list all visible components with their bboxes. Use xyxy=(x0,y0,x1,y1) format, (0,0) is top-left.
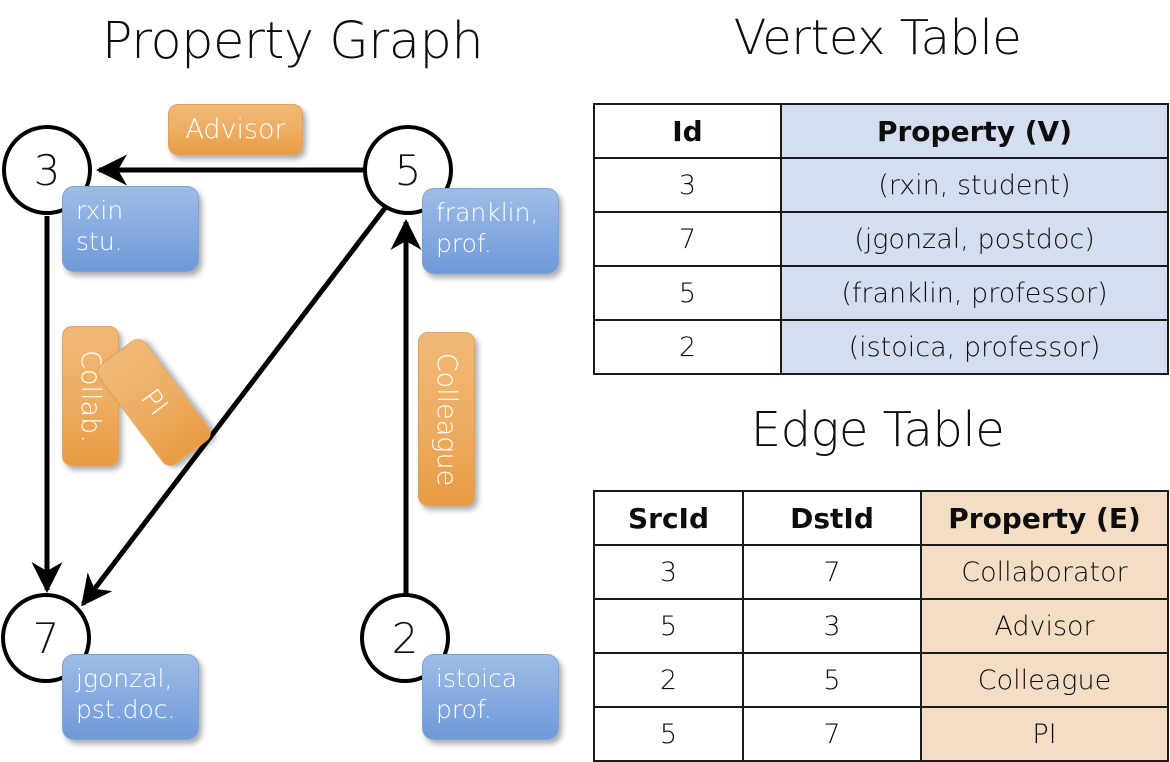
vertex-table: Id Property (V) 3 (rxin, student) 7 (jgo… xyxy=(593,103,1169,375)
edge-label-collaborator[interactable]: Collab. xyxy=(62,326,119,466)
edge-table-cell-srcid: 5 xyxy=(593,598,744,654)
vertex-table-header-row: Id Property (V) xyxy=(593,103,1169,159)
vertex-table-cell-property: (franklin, professor) xyxy=(780,265,1169,321)
vertex-property-box-3[interactable]: rxin stu. xyxy=(62,186,199,272)
vertex-property-box-3-line1: rxin xyxy=(76,196,124,225)
edge-table: SrcId DstId Property (E) 3 7 Collaborato… xyxy=(593,490,1169,762)
vertex-property-box-2-line1: istoica xyxy=(436,664,518,693)
graph-node-2-id: 2 xyxy=(391,613,419,663)
vertex-property-box-3-line2: stu. xyxy=(76,226,123,256)
page-title-edge-table: Edge Table xyxy=(750,402,1005,458)
graph-node-7-id: 7 xyxy=(32,613,60,663)
table-row[interactable]: 2 (istoica, professor) xyxy=(593,319,1169,375)
edge-table-cell-srcid: 5 xyxy=(593,706,744,762)
table-row[interactable]: 7 (jgonzal, postdoc) xyxy=(593,211,1169,267)
edge-label-colleague-text: Colleague xyxy=(431,352,462,486)
vertex-table-header-id: Id xyxy=(593,103,782,159)
edge-label-advisor-text: Advisor xyxy=(185,114,286,145)
vertex-table-cell-id: 3 xyxy=(593,157,782,213)
edge-label-advisor[interactable]: Advisor xyxy=(168,104,303,155)
table-row[interactable]: 3 (rxin, student) xyxy=(593,157,1169,213)
vertex-property-box-2-line2: prof. xyxy=(436,694,492,724)
edge-table-cell-property: Advisor xyxy=(920,598,1169,654)
vertex-property-box-7[interactable]: jgonzal, pst.doc. xyxy=(62,654,199,740)
table-row[interactable]: 5 3 Advisor xyxy=(593,598,1169,654)
vertex-table-cell-id: 2 xyxy=(593,319,782,375)
graph-node-3-id: 3 xyxy=(33,145,61,195)
table-row[interactable]: 2 5 Colleague xyxy=(593,652,1169,708)
graph-node-2[interactable]: 2 xyxy=(360,593,450,683)
edge-table-cell-srcid: 3 xyxy=(593,544,744,600)
edge-table-cell-property: PI xyxy=(920,706,1169,762)
edge-table-cell-srcid: 2 xyxy=(593,652,744,708)
edge-table-cell-dstid: 7 xyxy=(742,706,922,762)
table-row[interactable]: 5 7 PI xyxy=(593,706,1169,762)
edge-table-cell-property: Collaborator xyxy=(920,544,1169,600)
table-row[interactable]: 3 7 Collaborator xyxy=(593,544,1169,600)
vertex-property-box-5-line2: prof. xyxy=(436,228,492,258)
graph-node-5[interactable]: 5 xyxy=(363,125,453,215)
vertex-table-cell-property: (jgonzal, postdoc) xyxy=(780,211,1169,267)
vertex-property-box-7-line1: jgonzal, xyxy=(76,664,173,693)
vertex-property-box-5-line1: franklin, xyxy=(436,198,539,227)
edge-table-cell-dstid: 3 xyxy=(742,598,922,654)
page-title-property-graph: Property Graph xyxy=(101,12,484,71)
vertex-table-header-property: Property (V) xyxy=(780,103,1169,159)
edge-table-cell-property: Colleague xyxy=(920,652,1169,708)
graph-node-5-id: 5 xyxy=(394,145,422,195)
edge-table-header-row: SrcId DstId Property (E) xyxy=(593,490,1169,546)
table-row[interactable]: 5 (franklin, professor) xyxy=(593,265,1169,321)
vertex-property-box-2[interactable]: istoica prof. xyxy=(422,654,559,740)
edge-table-cell-dstid: 5 xyxy=(742,652,922,708)
vertex-table-cell-id: 7 xyxy=(593,211,782,267)
vertex-table-cell-id: 5 xyxy=(593,265,782,321)
page-title-vertex-table: Vertex Table xyxy=(733,10,1022,66)
edge-label-colleague[interactable]: Colleague xyxy=(418,332,475,506)
vertex-table-cell-property: (istoica, professor) xyxy=(780,319,1169,375)
edge-table-header-srcid: SrcId xyxy=(593,490,744,546)
edge-table-header-dstid: DstId xyxy=(742,490,922,546)
graph-edges-layer xyxy=(31,154,422,607)
edge-table-cell-dstid: 7 xyxy=(742,544,922,600)
edge-table-header-property: Property (E) xyxy=(920,490,1169,546)
vertex-property-box-5[interactable]: franklin, prof. xyxy=(422,188,559,274)
edge-label-pi-text: PI xyxy=(134,383,174,422)
vertex-property-box-7-line2: pst.doc. xyxy=(76,694,176,724)
edge-5-to-7-pi xyxy=(81,206,387,607)
vertex-table-cell-property: (rxin, student) xyxy=(780,157,1169,213)
property-graph-diagram: Advisor Collab. PI Colleague 3 5 7 2 rxi… xyxy=(0,0,585,760)
